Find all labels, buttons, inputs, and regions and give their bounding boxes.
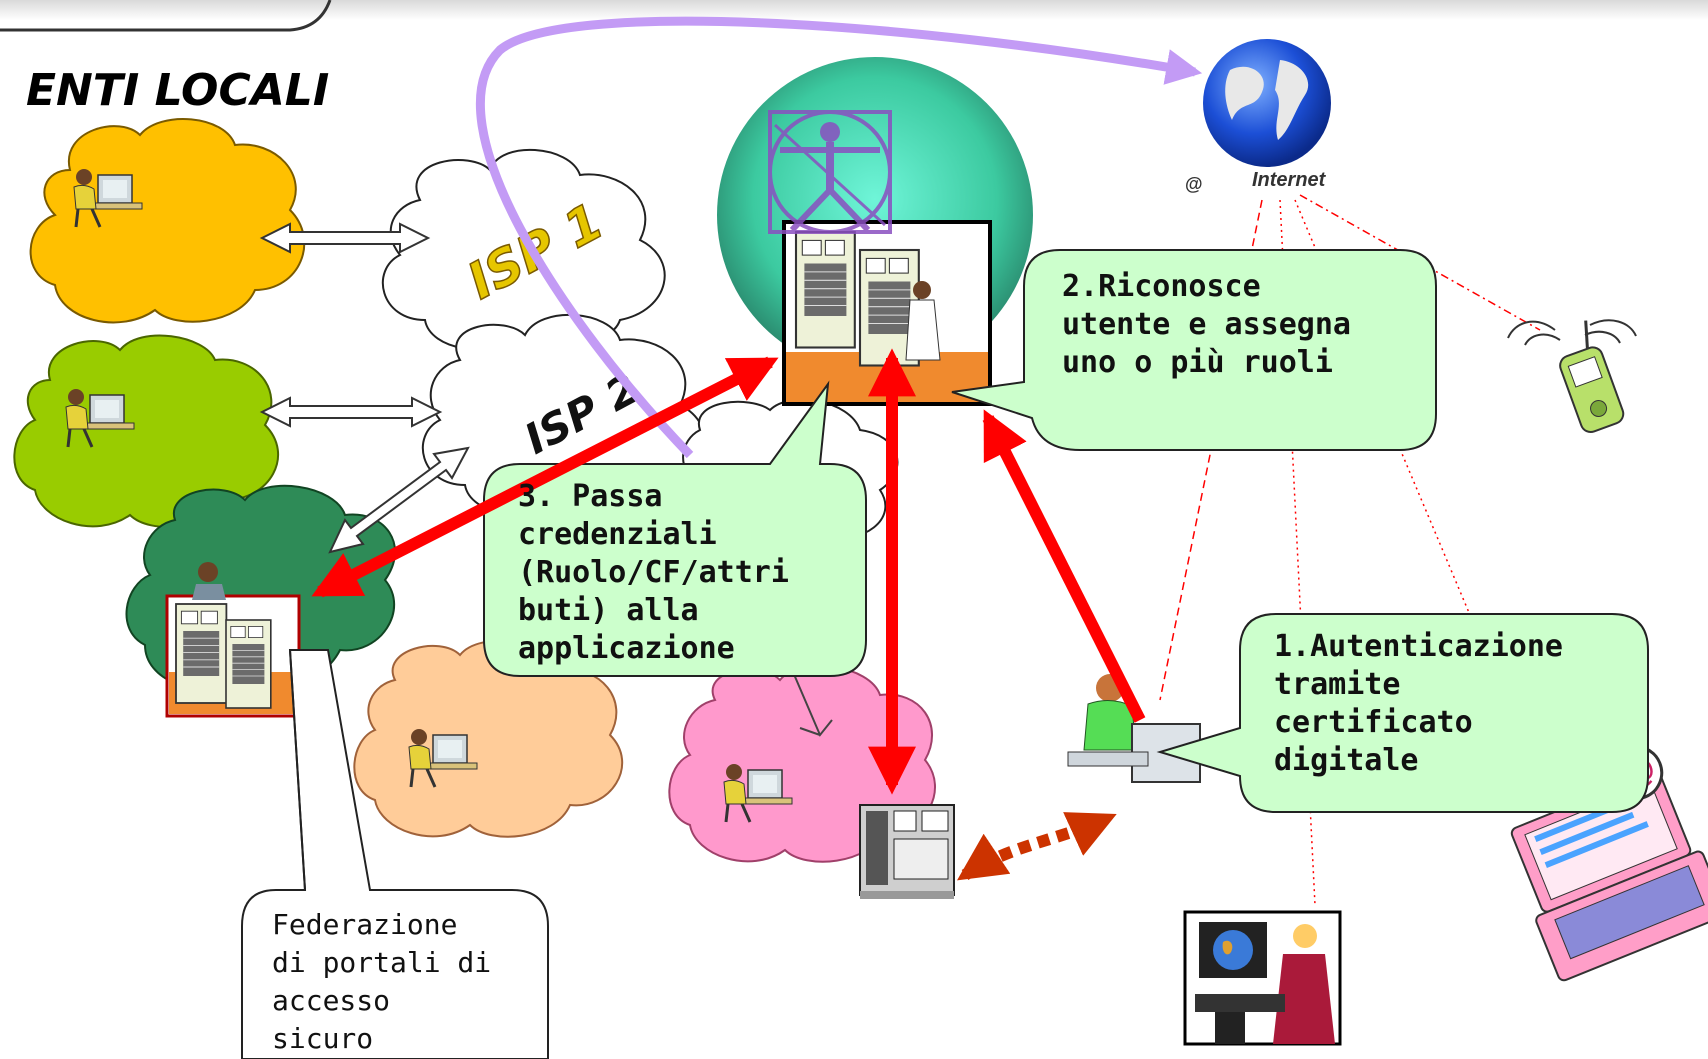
double-arrow-darkgreen-isp2 [328, 446, 470, 554]
globe-icon [1203, 39, 1331, 167]
server-rack-icon [225, 619, 272, 709]
at-symbol-label: @ [1185, 174, 1203, 194]
person-body-icon [192, 584, 226, 600]
operator-workstation-icon [1067, 674, 1201, 783]
signal-waves-icon [1507, 319, 1637, 346]
server-rack-icon [794, 230, 856, 349]
callout-federation-text: Federazione di portali di accesso sicuro [272, 908, 492, 1055]
isp1-cloud [381, 149, 666, 351]
callout-authentication-text: 1.Autenticazione tramite certificato dig… [1274, 629, 1563, 778]
red-arrow-user-to-central [982, 409, 1146, 723]
globe-continent-icon [1225, 66, 1264, 120]
callout-recognize-shape [951, 249, 1437, 451]
callout-authentication-shape [1156, 613, 1649, 813]
server-rack-icon [175, 603, 228, 704]
mobile-phone-icon [1559, 320, 1625, 433]
red-arrow-central-to-left-server [311, 356, 779, 598]
peach-cloud [353, 639, 624, 838]
callout-recognize-text: 2.Riconosce utente e assegna uno o più r… [1062, 269, 1351, 380]
pink-cloud-arrow [789, 664, 833, 737]
brown-dotted-arrow [957, 812, 1117, 881]
technician-coat-icon [905, 299, 941, 361]
header-swoosh [0, 0, 332, 32]
orange-cloud [29, 118, 306, 324]
federation-pointer-line [289, 649, 306, 891]
top-bar [0, 0, 1708, 20]
double-arrow-green-isp2 [259, 396, 443, 428]
callout-pass-credentials-text: 3. Passa credenziali (Ruolo/CF/attri but… [518, 479, 789, 666]
technician-head-icon [913, 281, 931, 299]
heading-enti-locali: ENTI LOCALI [26, 65, 329, 116]
callout-federation-shape [241, 649, 549, 1059]
vitruvian-man-icon [768, 110, 892, 234]
globe-continent-icon [1275, 60, 1309, 140]
internet-label: Internet [1252, 169, 1327, 191]
person-head-icon [198, 562, 218, 582]
double-arrow-orange-isp1 [259, 222, 431, 254]
server-box-icon [859, 804, 955, 899]
desktop-user-icon [1183, 910, 1342, 1046]
purple-arrow-to-internet [476, 16, 1203, 459]
